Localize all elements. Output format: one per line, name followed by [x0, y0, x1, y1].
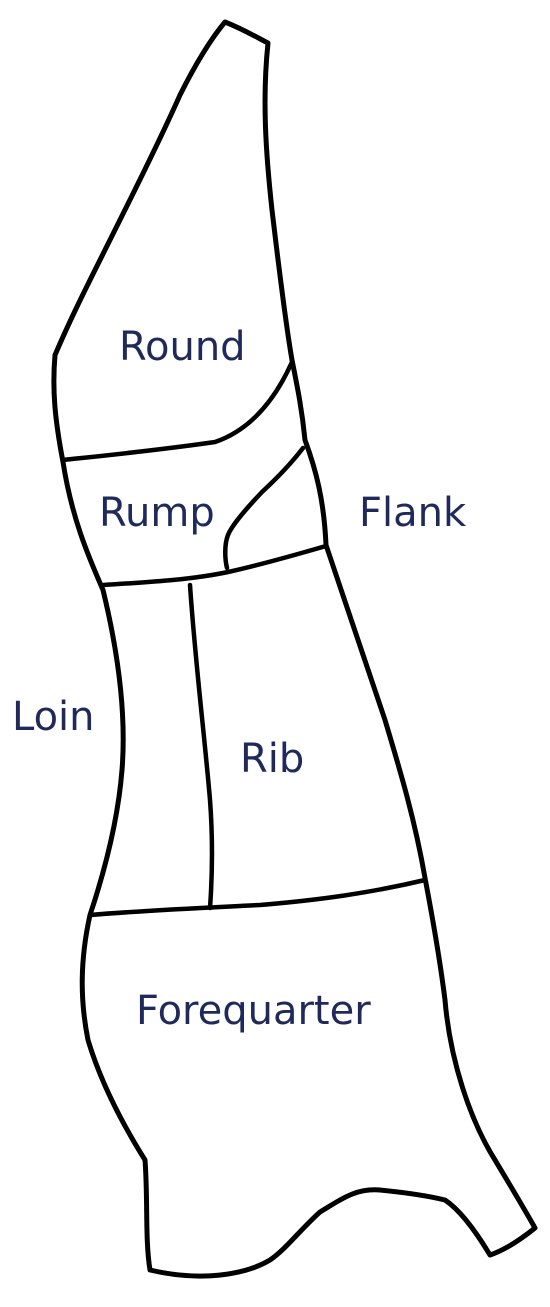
label-flank: Flank	[359, 490, 467, 536]
round-rump-divider	[60, 359, 295, 463]
rib-forequarter-divider	[87, 877, 428, 918]
loin-rib-divider	[187, 582, 215, 911]
rump-loin-divider	[100, 543, 329, 588]
label-rib: Rib	[240, 736, 304, 782]
label-forequarter: Forequarter	[136, 988, 371, 1034]
label-loin: Loin	[12, 694, 95, 740]
carcass-outline	[51, 19, 538, 1279]
rump-flank-divider	[223, 445, 306, 571]
label-rump: Rump	[99, 490, 215, 536]
label-round: Round	[119, 324, 246, 370]
